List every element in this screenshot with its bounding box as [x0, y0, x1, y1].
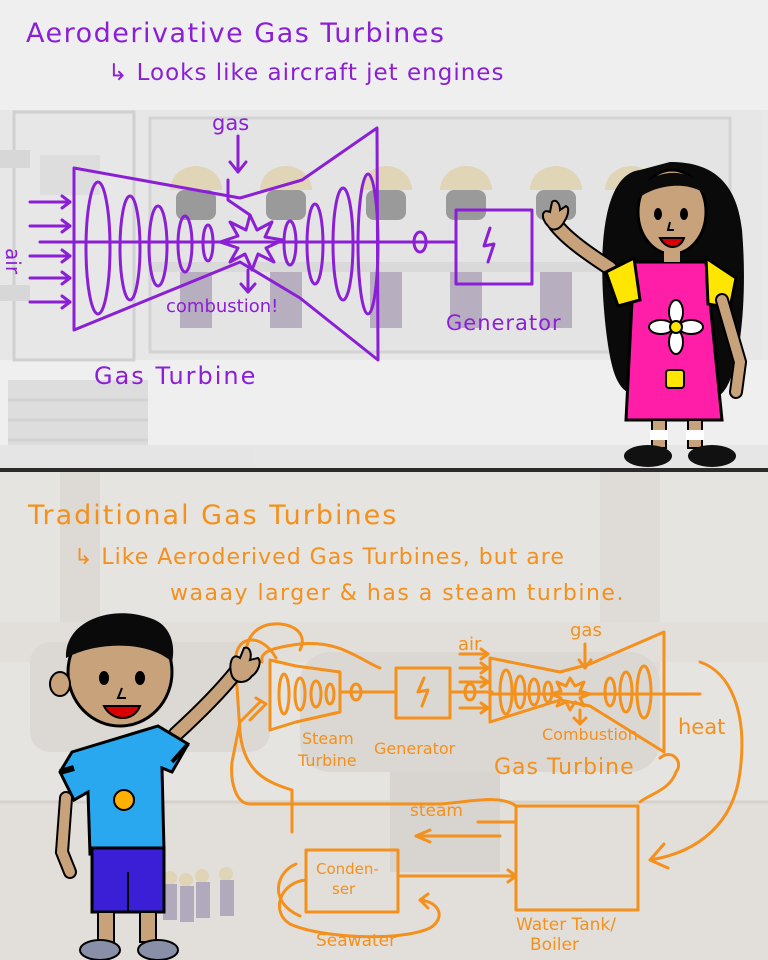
generator-label: Generator	[446, 311, 562, 335]
traditional-panel: Traditional Gas Turbines ↳ Like Aeroderi…	[0, 472, 768, 960]
panel-subtitle-line1: ↳ Like Aeroderived Gas Turbines, but are	[74, 545, 565, 570]
ball-icon	[113, 789, 135, 811]
compressor-blade	[118, 194, 142, 302]
coupling	[412, 230, 428, 254]
air-label: air	[458, 634, 482, 655]
combustion-burst-icon	[549, 676, 592, 712]
turbine-outlet-loop	[233, 638, 294, 834]
panel-subtitle: ↳ Looks like aircraft jet engines	[108, 60, 504, 86]
combustion-label: Combustion	[542, 725, 638, 744]
panel-title: Aeroderivative Gas Turbines	[26, 18, 445, 49]
gas-turbine-label: Gas Turbine	[94, 362, 257, 390]
panel-title: Traditional Gas Turbines	[27, 500, 398, 531]
air-label: air	[1, 248, 25, 275]
turbine-blade	[331, 186, 355, 302]
heat-label: heat	[678, 715, 725, 739]
steam-turbine-casing	[268, 658, 342, 732]
lightning-icon	[416, 676, 430, 708]
condenser-label-line2: ser	[332, 880, 356, 898]
boiler-box	[514, 804, 640, 912]
generator-label: Generator	[374, 739, 456, 758]
air-inlet-arrows	[28, 194, 72, 310]
gas-label: gas	[570, 620, 602, 641]
gas-turbine-diagram	[28, 126, 534, 362]
gas-turbine-label: Gas Turbine	[494, 755, 635, 780]
turbine-blade	[305, 202, 325, 286]
steam-turbine-label-line1: Steam	[302, 729, 354, 748]
compressor-blade	[84, 180, 112, 316]
steam-turbine-label-line2: Turbine	[297, 751, 357, 770]
boy-character	[49, 613, 261, 960]
panel-subtitle-line2: waaay larger & has a steam turbine.	[170, 581, 625, 606]
water-tank-label-line1: Water Tank/	[516, 915, 616, 935]
combustion-label: combustion!	[166, 296, 278, 317]
generator-box	[454, 208, 534, 286]
turbine-casing	[72, 126, 380, 362]
heat-flow-arrow	[648, 660, 744, 862]
compressor-blade	[147, 204, 169, 288]
turbine-blade	[282, 219, 298, 267]
condenser-label-line1: Conden-	[316, 860, 379, 878]
panel-divider	[0, 468, 768, 472]
aeroderivative-panel: Aeroderivative Gas Turbines ↳ Looks like…	[0, 0, 768, 468]
girl-character	[542, 162, 748, 467]
steam-label: steam	[410, 801, 463, 821]
combined-cycle-diagram	[230, 622, 744, 939]
compressor-blade	[176, 214, 194, 274]
turbine-blade	[356, 172, 380, 316]
traditional-illustration: Traditional Gas Turbines ↳ Like Aeroderi…	[0, 472, 768, 960]
seawater-label: Seawater	[316, 931, 396, 951]
combustion-burst-icon	[218, 213, 285, 272]
aeroderivative-illustration: Aeroderivative Gas Turbines ↳ Looks like…	[0, 18, 768, 468]
flower-icon	[648, 299, 704, 355]
gas-turbine-casing	[488, 630, 666, 754]
gas-label: gas	[212, 111, 249, 135]
steam-flow-line	[230, 700, 518, 808]
water-tank-label-line2: Boiler	[530, 935, 579, 955]
lightning-icon	[482, 226, 496, 264]
compressor-blade	[201, 223, 215, 263]
